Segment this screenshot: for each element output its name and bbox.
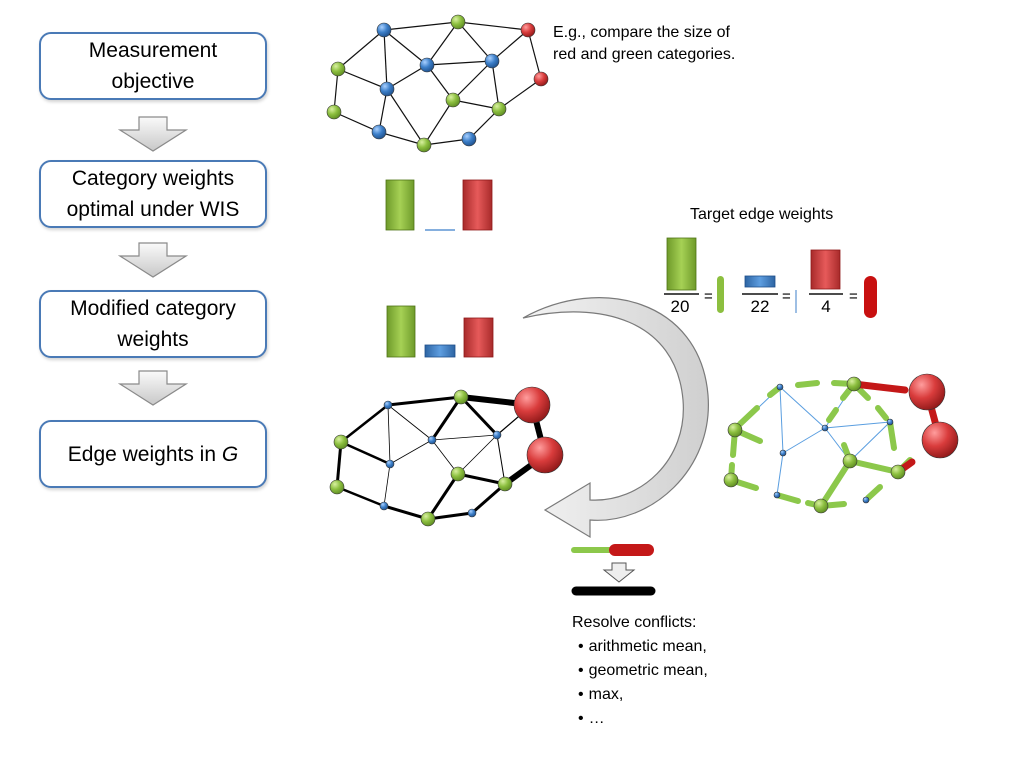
node-blue [821,424,829,432]
down-arrow-3 [118,370,188,406]
bar-green-optimal [385,179,415,231]
target-bar-green [666,237,697,291]
node-green [727,422,743,438]
node-blue [419,57,435,73]
target-edge-weights-title: Target edge weights [690,206,834,223]
optimal-weight-bars [385,179,493,231]
node-red [526,436,564,474]
node-red [921,421,959,459]
node-blue [461,131,477,147]
equals-red: = [849,288,858,305]
step-edge-weights-label: Edge weights in G [67,442,239,466]
node-green [329,479,345,495]
node-blue [376,22,392,38]
node-green [453,389,469,405]
small-down-arrow [602,562,636,583]
down-arrow-1 [118,116,188,152]
down-arrow-2 [118,242,188,278]
colored-edge-graph [728,380,944,509]
weighted-graph-nodes [329,386,564,527]
bar-red-optimal [462,179,493,231]
target-edge-red [864,276,877,318]
node-green [420,511,436,527]
top-graph-nodes [326,14,549,153]
example-note: E.g., compare the size of red and green … [553,24,736,63]
node-red [513,386,551,424]
node-green [723,472,739,488]
node-green [416,137,432,153]
node-blue [779,449,787,457]
node-blue [492,430,502,440]
weighted-graph [335,394,548,521]
node-red [533,71,549,87]
bar-green-modified [386,305,416,358]
target-weights [664,237,877,318]
node-blue [776,383,784,391]
resolve-item-max: max, [578,683,708,707]
equals-blue: = [782,288,791,305]
denominator-red: 4 [821,297,831,316]
step-measurement-objective: Measurement objective [39,32,267,100]
resolve-list: arithmetic mean, geometric mean, max, … [572,635,708,731]
conflict-diagram [571,544,656,596]
modified-weight-bars [386,305,494,358]
resolve-item-ellipsis: … [578,707,708,731]
step-category-weights: Category weights optimal under WIS [39,160,267,228]
node-blue [383,400,393,410]
node-blue [467,508,477,518]
node-green [813,498,829,514]
resolve-item-geometric: geometric mean, [578,659,708,683]
step-measurement-label: Measurement objective [88,39,218,93]
node-blue [862,496,870,504]
denominator-blue: 22 [750,297,770,316]
node-blue [379,501,389,511]
node-green [333,434,349,450]
step-category-weights-label: Category weights optimal under WIS [66,167,240,221]
node-green [890,464,906,480]
node-green [330,61,346,77]
step-modified-weights-label: Modified category weights [70,297,236,351]
resolve-conflicts: Resolve conflicts: arithmetic mean, geom… [572,611,708,731]
node-red [908,373,946,411]
node-green [445,92,461,108]
node-red [520,22,536,38]
resolve-title: Resolve conflicts: [572,614,697,631]
top-graph [333,21,542,146]
node-blue [371,124,387,140]
target-bar-blue [744,275,776,288]
target-bar-red [810,249,841,290]
node-blue [484,53,500,69]
node-blue [379,81,395,97]
bar-red-modified [463,317,494,358]
node-green [846,376,862,392]
node-green [497,476,513,492]
node-green [450,466,466,482]
node-green [491,101,507,117]
node-blue [427,435,437,445]
node-green [326,104,342,120]
target-edge-green [717,276,724,313]
step-modified-weights: Modified category weights [39,290,267,358]
bar-blue-modified [424,344,456,358]
node-blue [385,459,395,469]
equals-green: = [704,288,713,305]
node-green [842,453,858,469]
node-blue [773,491,781,499]
node-blue [886,418,894,426]
colored-edge-graph-nodes [723,373,959,514]
node-green [450,14,466,30]
denominator-green: 20 [670,297,690,316]
curved-arrow [522,297,709,539]
resolve-item-arithmetic: arithmetic mean, [578,635,708,659]
step-edge-weights: Edge weights in G [39,420,267,488]
